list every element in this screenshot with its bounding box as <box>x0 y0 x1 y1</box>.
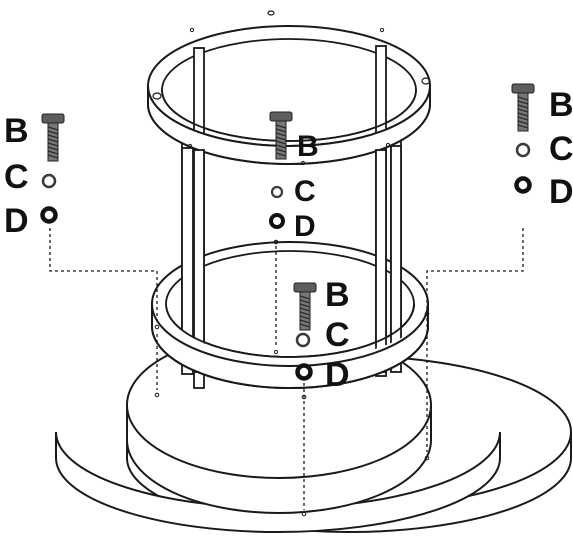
label-d: D <box>549 173 573 211</box>
washer-icon <box>515 142 531 158</box>
label-c: C <box>549 130 573 168</box>
lock-washer-icon <box>269 213 285 229</box>
washer-icon <box>295 332 311 348</box>
hardware-right: B C D <box>511 83 573 211</box>
label-c: C <box>294 175 316 208</box>
label-b: B <box>297 130 319 163</box>
label-d: D <box>294 210 316 243</box>
guide-lines <box>49 228 524 510</box>
lower-ring <box>151 241 429 389</box>
label-c: C <box>325 316 350 354</box>
label-d: D <box>4 202 29 240</box>
top-ring <box>147 10 431 166</box>
hardware-center-upper: B C D <box>269 111 319 243</box>
bolt-icon <box>511 83 535 132</box>
label-d: D <box>325 356 350 394</box>
lock-washer-icon <box>514 176 532 194</box>
label-b: B <box>325 276 350 314</box>
label-c: C <box>4 158 29 196</box>
hardware-center-lower: B C D <box>293 276 350 394</box>
washer-icon <box>41 173 57 189</box>
hardware-left: B C D <box>4 112 65 240</box>
lock-washer-icon <box>295 363 313 381</box>
base-holes <box>154 392 430 517</box>
lower-ring-front-final <box>151 239 430 400</box>
washer-icon <box>270 185 284 199</box>
label-b: B <box>549 86 573 124</box>
label-b: B <box>4 112 29 150</box>
bolt-icon <box>41 113 65 162</box>
lock-washer-icon <box>40 206 58 224</box>
